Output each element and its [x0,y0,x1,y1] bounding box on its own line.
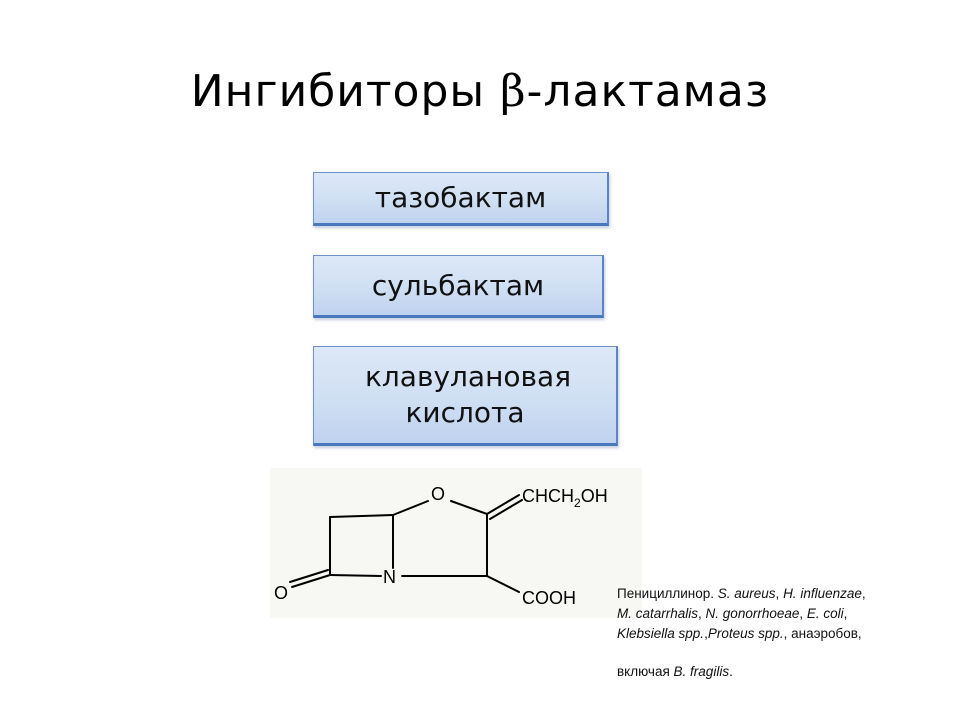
bond [329,514,394,518]
spectrum-line-3: Klebsiella spp.,Proteus spp., анаэробов, [617,624,947,644]
side-chain-hydroxyethylidene: CHCH2OH [522,486,608,510]
bond [289,569,329,583]
inhibitor-label: клавулановая кислота [365,360,572,429]
bond [291,574,331,588]
organism-name: B. fragilis [673,664,730,679]
side-chain-carboxyl: COOH [522,588,576,608]
inhibitor-box-clavulanic-acid: клавулановая кислота [313,346,618,446]
bond [329,574,382,577]
note-text: , [799,606,807,621]
inhibitor-label: сульбактам [371,268,545,302]
spectrum-gap [617,644,947,662]
spectrum-line-4: включая B. fragilis. [617,662,947,682]
bond [489,499,523,520]
atom-ring-oxygen: O [431,484,445,504]
inhibitor-box-sulbactam: сульбактам [313,255,604,318]
atom-nitrogen: N [383,567,396,587]
organism-name: N. gonorrhoeae [705,606,800,621]
note-text: , [775,586,784,601]
bond [486,575,520,593]
note-text: , [843,606,848,621]
spectrum-line-1: Пенициллинор. S. aureus, H. influenzae, [617,584,947,604]
spectrum-note: Пенициллинор. S. aureus, H. influenzae , … [617,584,947,682]
spectrum-line-2: M. catarrhalis, N. gonorrhoeae, E. coli, [617,604,947,624]
side-chain-end: OH [581,486,608,506]
organism-name: E. coli [806,606,844,621]
inhibitor-box-tazobactam: тазобактам [313,172,609,226]
bond [392,500,429,516]
inhibitor-label: тазобактам [374,181,547,214]
organism-name: Proteus spp. [707,626,784,641]
organism-name: S. aureus [717,586,776,601]
note-text: включая [617,664,674,679]
note-text: , [861,586,866,601]
organism-name: Klebsiella spp. [617,626,705,641]
note-text: . [729,664,733,679]
note-text: Пенициллинор. [617,586,718,601]
structure-drawing: O N O CHCH2OH COOH [274,484,608,608]
clavulanic-acid-structure: O N O CHCH2OH COOH [270,468,642,618]
atom-carbonyl-oxygen: O [274,583,288,603]
note-text: , [698,606,706,621]
title-prefix: Ингибиторы [190,66,501,117]
slide-title: Ингибиторы β-лактамаз [0,66,960,117]
organism-name: M. catarrhalis [617,606,699,621]
side-chain-part: CHCH [522,486,574,506]
title-beta-symbol: β [500,66,527,117]
title-suffix: -лактамаз [526,66,770,117]
bond [450,500,488,515]
bond [486,494,520,515]
organism-name: H. influenzae [783,586,862,601]
note-text: , анаэробов, [783,626,862,641]
side-chain-subscript: 2 [574,496,581,510]
note-text: , [704,626,708,641]
